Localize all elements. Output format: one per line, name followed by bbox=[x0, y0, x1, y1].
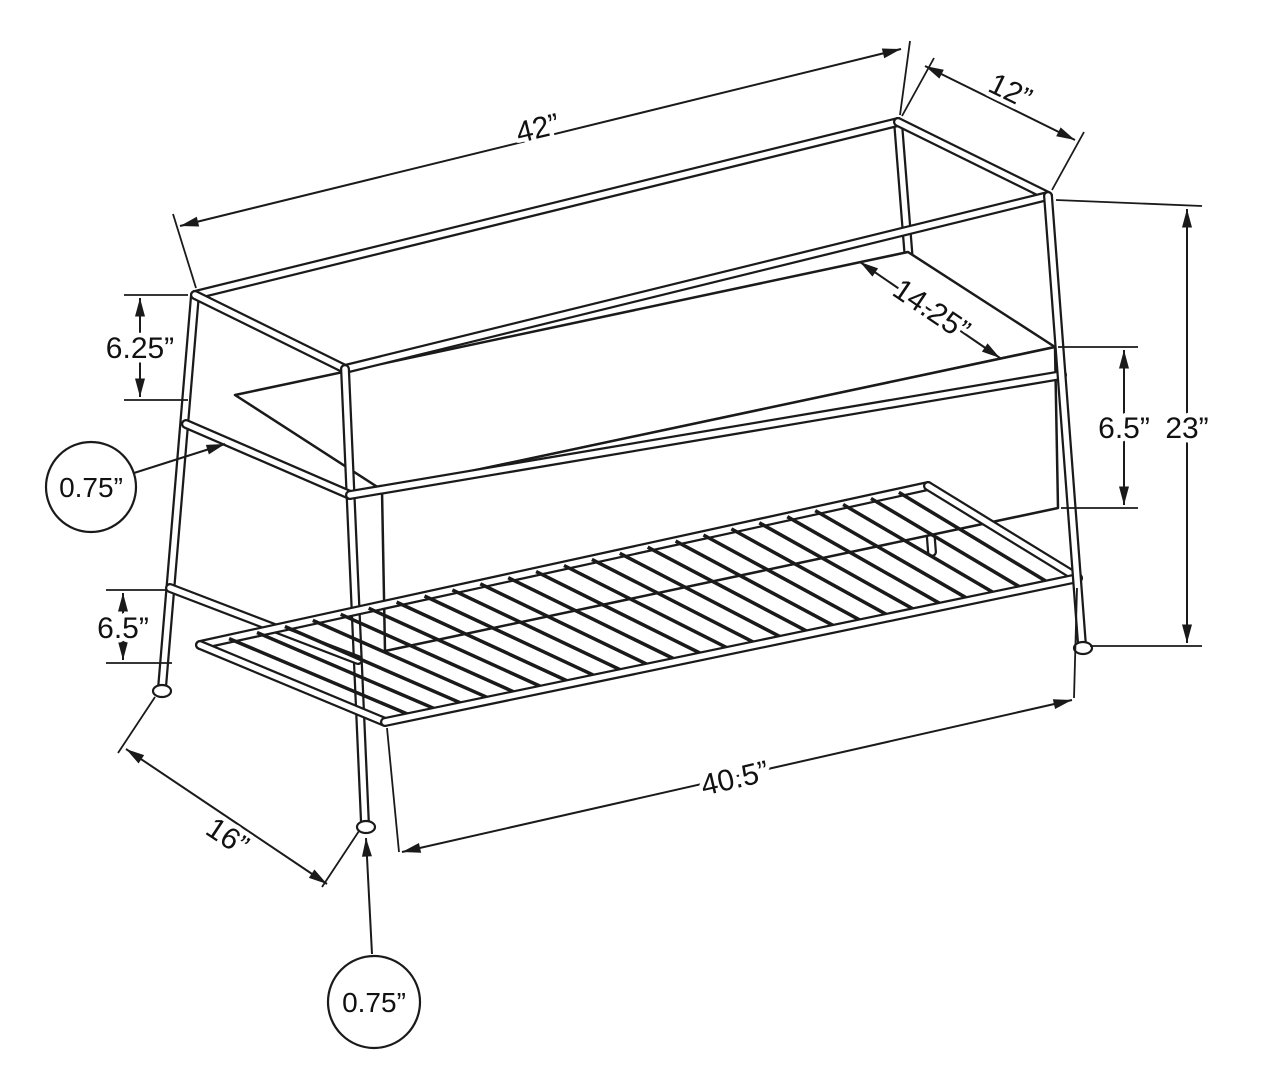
shelf-slat bbox=[842, 502, 999, 597]
dimension-line bbox=[859, 261, 1001, 359]
extension-line bbox=[1073, 587, 1078, 699]
shelf-slat bbox=[786, 515, 945, 608]
dim-left-shelf-gap: 6.5” bbox=[93, 589, 172, 664]
dimension-line bbox=[401, 699, 1073, 853]
dim-overall-height: 23” bbox=[1055, 199, 1213, 647]
dim-left-shelf-gap-label: 6.5” bbox=[97, 612, 149, 645]
extension-line bbox=[899, 40, 911, 116]
dim-seat-drop-label: 6.25” bbox=[106, 332, 174, 365]
shelf-slat bbox=[256, 630, 440, 713]
dim-base-depth-label: 16” bbox=[200, 811, 254, 862]
extension-line bbox=[386, 727, 400, 853]
dim-seat-front-height: 6.5” bbox=[1058, 346, 1154, 509]
shelf-slat bbox=[339, 612, 520, 696]
callout-circle bbox=[326, 954, 422, 1050]
shelf-slat bbox=[814, 509, 972, 602]
callout-frame-tube-label: 0.75” bbox=[59, 472, 123, 503]
leader-line bbox=[133, 443, 226, 474]
dim-base-length-label: 40.5” bbox=[698, 755, 772, 803]
leader-line bbox=[361, 837, 373, 955]
dim-top-length-label: 42” bbox=[513, 108, 563, 150]
foot-back-left bbox=[151, 683, 173, 699]
shelf-slat bbox=[730, 527, 892, 619]
extension-line bbox=[321, 830, 360, 888]
foot-front-right bbox=[1072, 640, 1094, 656]
dim-overall-height-label: 23” bbox=[1165, 412, 1208, 445]
dimension-line bbox=[179, 48, 902, 227]
shelf-slat bbox=[479, 582, 653, 669]
dim-top-depth-label: 12” bbox=[983, 67, 1036, 116]
shelf-slat bbox=[451, 588, 626, 674]
dim-seat-drop: 6.25” bbox=[101, 294, 188, 401]
extension-line bbox=[117, 696, 156, 754]
top-left-end-rail bbox=[195, 295, 345, 369]
callout-circle bbox=[44, 440, 138, 534]
top-back-rail bbox=[195, 122, 898, 295]
shelf-slat bbox=[312, 618, 494, 702]
shelf-slat bbox=[702, 533, 866, 624]
extension-line bbox=[172, 213, 197, 289]
storage-box bbox=[233, 250, 1060, 653]
top-right-end-rail bbox=[898, 122, 1048, 196]
bench-drawing bbox=[151, 122, 1094, 835]
dim-seat-front-height-label: 6.5” bbox=[1098, 412, 1150, 445]
shelf-slat bbox=[395, 600, 573, 685]
shelf-slat bbox=[507, 576, 680, 663]
dim-base-depth: 16” bbox=[117, 696, 360, 888]
shelf-slat bbox=[758, 521, 919, 613]
shelf-slats bbox=[228, 490, 1052, 718]
feet bbox=[151, 640, 1094, 835]
shelf-slat bbox=[591, 557, 759, 647]
callout-leg-tube: 0.75” bbox=[326, 837, 422, 1050]
shelf-slat bbox=[870, 496, 1025, 591]
shelf-slat bbox=[367, 606, 547, 691]
extension-line bbox=[1051, 131, 1085, 191]
shelf-slat bbox=[563, 563, 733, 652]
dim-top-length: 42” bbox=[172, 40, 911, 289]
foot-front-left bbox=[355, 819, 377, 835]
shelf-slat bbox=[535, 570, 706, 658]
shelf-slat bbox=[897, 490, 1052, 586]
box-front-panel bbox=[380, 345, 1060, 653]
shelf-slat bbox=[646, 545, 813, 635]
extension-line bbox=[1055, 199, 1203, 207]
dimension-line bbox=[125, 748, 328, 885]
shelf-slat bbox=[674, 539, 839, 630]
callout-leg-tube-label: 0.75” bbox=[342, 987, 406, 1018]
callout-frame-tube: 0.75” bbox=[44, 440, 226, 534]
shelf-slat bbox=[423, 594, 600, 680]
shelf-slat bbox=[284, 624, 467, 707]
shelf-slat bbox=[228, 636, 414, 718]
dimension-line bbox=[924, 65, 1076, 141]
shelf-slat bbox=[618, 551, 786, 641]
